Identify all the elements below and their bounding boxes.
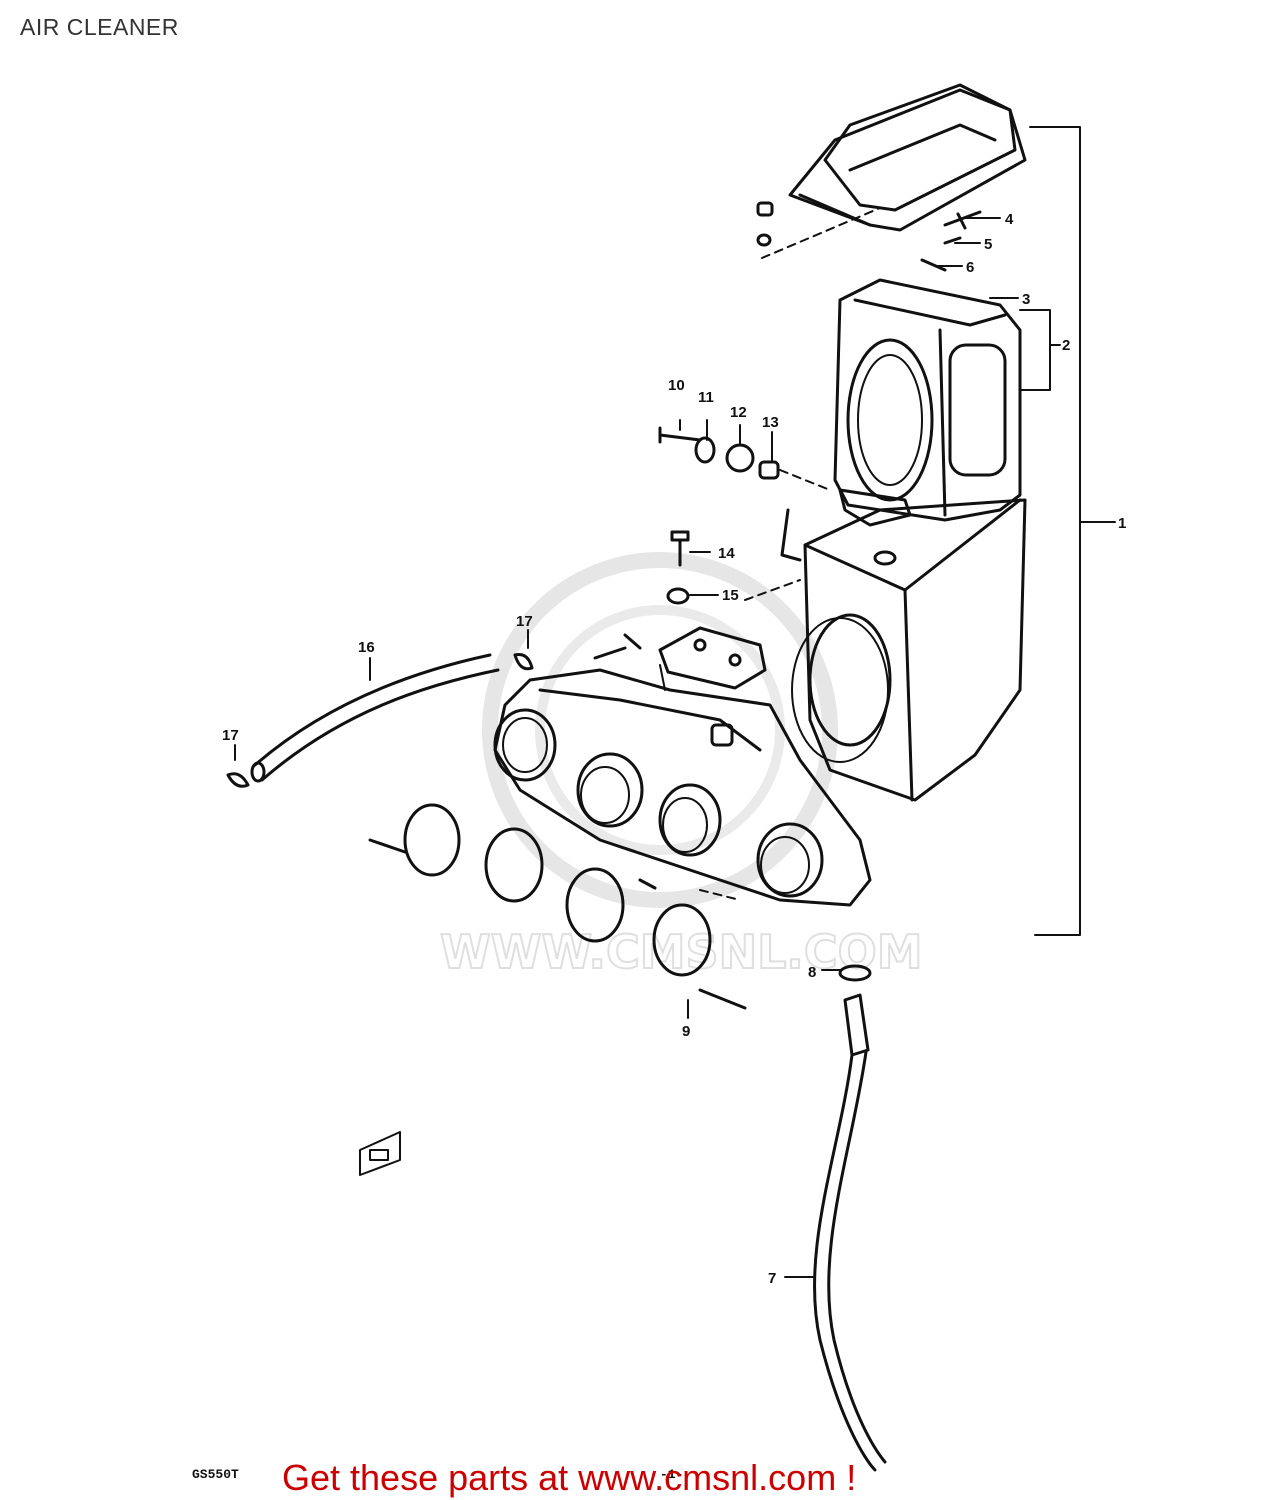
callout-labels: 1 2 3 4 5 6 7 8 9 10 11 12 13 14 15 16 1… [192,211,1126,1482]
callout-2: 2 [1062,337,1070,354]
watermark: WWW.CMSNL.COM [439,552,924,980]
callout-10: 10 [668,377,685,394]
breather-hose-16 [250,653,500,783]
hose-clamps [368,803,747,1010]
bolt-4 [943,210,982,230]
mounting-bracket [658,626,767,691]
callout-16: 16 [358,639,375,656]
footer-link[interactable]: Get these parts at www.cmsnl.com ! [282,1457,857,1498]
filter-element [833,278,1022,527]
clamp-screw [593,633,642,660]
callout-1: 1 [1118,515,1126,532]
collar-13 [758,460,780,480]
assembly-bracket [234,126,1116,1278]
spring-6 [920,258,947,272]
washer-15 [666,587,690,605]
bolt-10 [658,426,702,444]
grommet-12 [725,443,755,473]
clip-17-left [226,772,250,788]
callout-8: 8 [808,964,816,981]
page-reference: -1- [660,1467,683,1482]
air-cleaner-cover [788,83,1027,232]
drain-hose-7 [813,993,887,1472]
callout-17-left: 17 [222,727,239,744]
page-title: AIR CLEANER [20,14,179,40]
clip-17-right [513,653,534,671]
callout-12: 12 [730,404,747,421]
intake-manifold [493,668,872,907]
model-code: GS550T [192,1467,239,1482]
callout-5: 5 [984,236,992,253]
washer-5 [943,236,962,245]
bolt-14 [670,530,690,567]
callout-13: 13 [762,414,779,431]
washer-11 [694,436,716,464]
callout-15: 15 [722,587,739,604]
callout-4: 4 [1005,211,1014,228]
watermark-text: WWW.CMSNL.COM [440,925,923,979]
callout-14: 14 [718,545,735,562]
callout-6: 6 [966,259,974,276]
callout-7: 7 [768,1270,776,1287]
callout-17-right: 17 [516,613,533,630]
air-cleaner-housing [780,498,1027,802]
callout-11: 11 [698,389,714,406]
cover-screw [756,201,881,259]
callout-3: 3 [1022,291,1030,308]
symbol-icon [359,1131,401,1176]
callout-9: 9 [682,1023,690,1040]
drain-clip-8 [838,964,872,982]
